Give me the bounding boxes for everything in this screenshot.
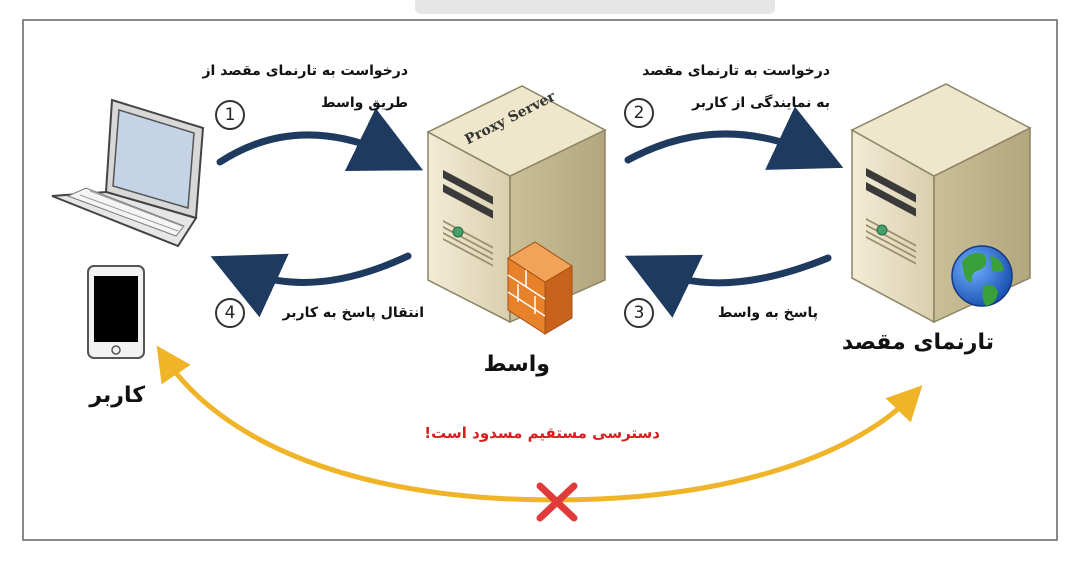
- step-circle-1: 1: [215, 100, 245, 130]
- target-node-label: تارنمای مقصد: [841, 330, 994, 355]
- smartphone-icon: [87, 265, 145, 359]
- step-circle-4: 4: [215, 298, 245, 328]
- user-node-label: کاربر: [89, 383, 145, 408]
- firewall-icon: [507, 241, 573, 335]
- step-circle-3: 3: [624, 298, 654, 328]
- step-2-label-line2: به نمایندگی از کاربر: [692, 95, 830, 111]
- blocked-message: دسترسی مستقیم مسدود است!: [424, 424, 660, 442]
- arrow-step-4: [210, 252, 412, 318]
- proxy-server-icon: [426, 85, 607, 324]
- direct-access-arrow: [156, 345, 558, 503]
- proxy-node-label: واسط: [483, 352, 550, 377]
- blocked-x-icon: [536, 482, 578, 522]
- arrow-step-2: [624, 106, 844, 170]
- step-3-label: پاسخ به واسط: [717, 305, 818, 321]
- step-2-label-line1: درخواست به تارنمای مقصد: [642, 63, 830, 79]
- laptop-icon: [51, 98, 205, 248]
- top-tab-decoration: [415, 0, 775, 14]
- step-1-label-line1: درخواست به تارنمای مقصد از: [202, 63, 408, 79]
- arrow-step-1: [216, 108, 424, 171]
- step-1-label-line2: طریق واسط: [321, 95, 408, 111]
- step-4-label: انتقال پاسخ به کاربر: [282, 305, 424, 321]
- step-circle-2: 2: [624, 98, 654, 128]
- arrow-step-3: [624, 254, 832, 318]
- direct-access-arrow-right: [552, 385, 923, 503]
- globe-icon: [951, 245, 1013, 307]
